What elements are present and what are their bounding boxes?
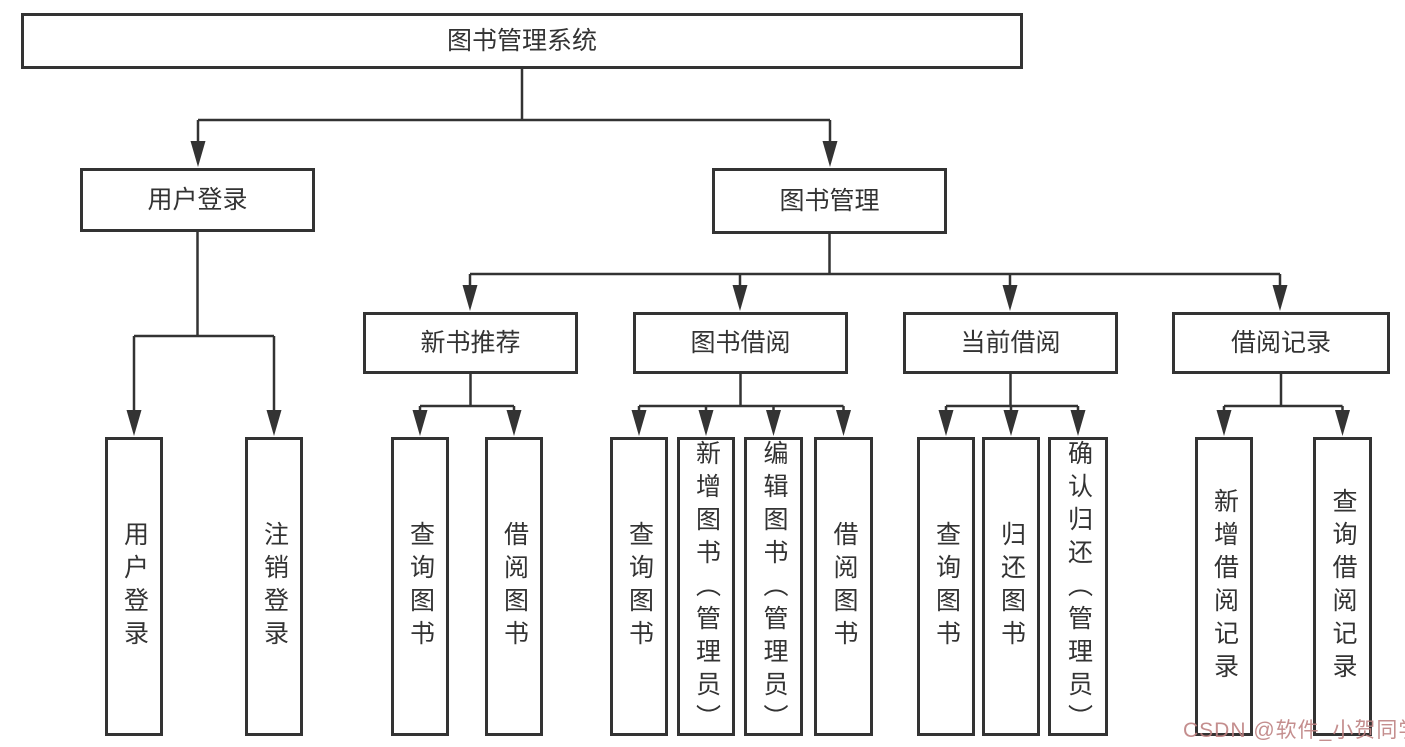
leaf-query-books-2: 查询图书 (610, 437, 668, 736)
node-library-management-system: 图书管理系统 (21, 13, 1023, 69)
leaf-add-borrow-record: 新增借阅记录 (1195, 437, 1253, 736)
csdn-watermark: CSDN @软件_小贺同学 (1183, 719, 1405, 742)
arrowhead (506, 410, 522, 436)
node-user-login: 用户登录 (80, 168, 315, 232)
leaf-borrow-books: 借阅图书 (485, 437, 543, 736)
arrowhead (836, 410, 851, 436)
arrowhead (412, 410, 428, 436)
leaf-edit-books-admin: 编辑图书（管理员） (744, 437, 803, 737)
arrowhead (732, 285, 748, 311)
leaf-user-login: 用户登录 (105, 437, 163, 736)
arrowhead (698, 410, 714, 436)
arrowheads (126, 141, 1350, 436)
arrowhead (126, 410, 142, 436)
leaf-confirm-return-admin: 确认归还（管理员） (1048, 437, 1108, 737)
arrowhead (190, 141, 206, 167)
node-borrowing-records: 借阅记录 (1172, 312, 1390, 374)
arrowhead (462, 285, 478, 311)
node-current-borrowing: 当前借阅 (903, 312, 1118, 374)
arrowhead (1002, 285, 1018, 311)
arrowhead (1070, 410, 1086, 436)
node-book-borrowing: 图书借阅 (633, 312, 848, 374)
leaf-logout: 注销登录 (245, 437, 303, 736)
leaf-query-books-3: 查询图书 (917, 437, 975, 736)
arrowhead (822, 141, 838, 167)
node-book-management: 图书管理 (712, 168, 947, 234)
arrowhead (1216, 410, 1232, 436)
arrowhead (1272, 285, 1288, 311)
leaf-borrow-books-2: 借阅图书 (814, 437, 873, 736)
node-new-book-recommendation: 新书推荐 (363, 312, 578, 374)
leaf-query-borrow-record: 查询借阅记录 (1313, 437, 1372, 736)
leaf-query-books: 查询图书 (391, 437, 449, 736)
arrowhead (1335, 410, 1350, 436)
arrowhead (631, 410, 647, 436)
arrowhead (938, 410, 954, 436)
arrowhead (266, 410, 282, 436)
leaf-add-books-admin: 新增图书（管理员） (677, 437, 735, 737)
leaf-return-books: 归还图书 (982, 437, 1040, 736)
arrowhead (1003, 410, 1019, 436)
arrowhead (766, 410, 781, 436)
